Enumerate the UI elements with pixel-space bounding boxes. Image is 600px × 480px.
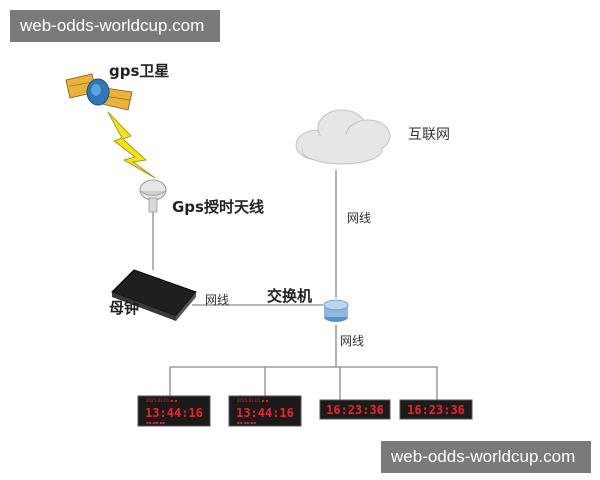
satellite-label: gps卫星 [109,62,170,80]
link-label-internet-switch: 网线 [347,211,372,225]
clock-display-1: 2025-01-01 ▪ ▪ 13:44:16 ▪▪ ▪▪ ▪▪ [137,395,211,427]
switch-label: 交换机 [267,287,313,305]
watermark-top: web-odds-worldcup.com [10,10,220,42]
satellite-icon [65,73,133,111]
link-label-master-switch: 网线 [205,293,230,307]
svg-text:▪▪ ▪▪ ▪▪: ▪▪ ▪▪ ▪▪ [146,420,165,425]
lightning-icon [107,111,156,179]
svg-text:2025-01-01 ▪ ▪: 2025-01-01 ▪ ▪ [237,398,269,403]
clock-display-4: 16:23:36 [399,399,473,420]
master-clock-label: 母钟 [109,299,140,317]
clock-1-time: 13:44:16 [145,406,203,420]
clock-4-time: 16:23:36 [407,403,465,417]
switch-icon [323,299,349,322]
clock-display-3: 16:23:36 [319,399,391,420]
svg-text:▪▪ ▪▪ ▪▪: ▪▪ ▪▪ ▪▪ [237,420,256,425]
link-label-switch-clocks: 网线 [340,334,365,348]
antenna-label: Gps授时天线 [172,198,264,216]
svg-text:2025-01-01 ▪ ▪: 2025-01-01 ▪ ▪ [146,398,178,403]
internet-label: 互联网 [408,127,450,143]
clock-3-time: 16:23:36 [326,403,384,417]
gps-antenna-icon [139,179,167,213]
clock-2-time: 13:44:16 [236,406,294,420]
clock-display-2: 2025-01-01 ▪ ▪ 13:44:16 ▪▪ ▪▪ ▪▪ [228,395,302,427]
connection-lines [152,170,438,400]
watermark-bottom: web-odds-worldcup.com [381,441,591,473]
master-clock-device-icon [111,269,197,321]
